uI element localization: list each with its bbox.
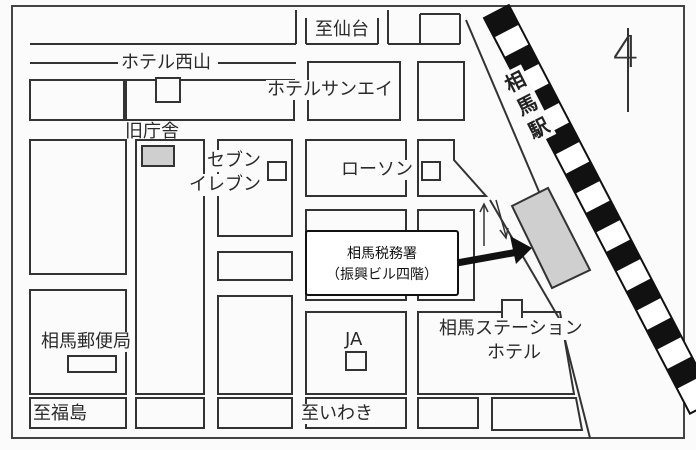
- block-12: [217, 251, 293, 281]
- block-4: [417, 61, 465, 121]
- ja-building: [345, 351, 367, 371]
- label-seven-eleven-line1: セブン: [206, 150, 262, 172]
- block-5: [29, 139, 127, 275]
- block-9: [417, 139, 489, 197]
- station-building: [510, 186, 592, 290]
- label-hotel-nishiyama: ホテル西山: [120, 52, 212, 73]
- label-seven-eleven-line2: イレブン: [188, 174, 262, 196]
- city-blocks: [29, 61, 584, 431]
- hotel-nishiyama-building: [155, 77, 181, 103]
- label-station-hotel-line1: 相馬ステーション: [438, 318, 584, 340]
- block-18: [135, 397, 205, 429]
- block-2: [123, 79, 295, 121]
- callout-title: 相馬税務署: [347, 246, 417, 262]
- label-old-government-office: 旧庁舎: [125, 121, 179, 142]
- block-1: [29, 79, 127, 121]
- label-station-hotel-line2: ホテル: [486, 342, 542, 364]
- direction-to-fukushima: 至福島: [32, 403, 88, 424]
- tax-office-callout: 相馬税務署 （振興ビル四階）: [305, 230, 459, 296]
- map-frame: [11, 5, 685, 439]
- direction-to-iwaki: 至いわき: [300, 403, 374, 424]
- seven-eleven-building: [267, 161, 287, 181]
- block-17: [29, 397, 127, 429]
- label-hotel-sanei: ホテルサンエイ: [266, 79, 394, 100]
- block-13: [217, 295, 293, 395]
- block-6: [135, 139, 205, 395]
- post-office-building: [67, 355, 117, 373]
- callout-subtitle: （振興ビル四階）: [326, 267, 438, 283]
- top-street-lines: [30, 10, 461, 64]
- label-lawson: ローソン: [340, 159, 414, 180]
- lawson-building: [421, 161, 441, 181]
- block-15: [305, 311, 407, 395]
- old-office-building: [141, 145, 175, 167]
- block-22: [491, 397, 584, 431]
- label-post-office: 相馬郵便局: [40, 331, 132, 352]
- block-19: [217, 397, 293, 429]
- one-way-arrows: [479, 199, 509, 246]
- direction-to-sendai: 至仙台: [314, 19, 370, 40]
- small-buildings: [67, 77, 523, 373]
- label-ja: JA: [345, 329, 363, 350]
- north-marker: 4: [612, 27, 640, 78]
- block-21: [417, 397, 479, 429]
